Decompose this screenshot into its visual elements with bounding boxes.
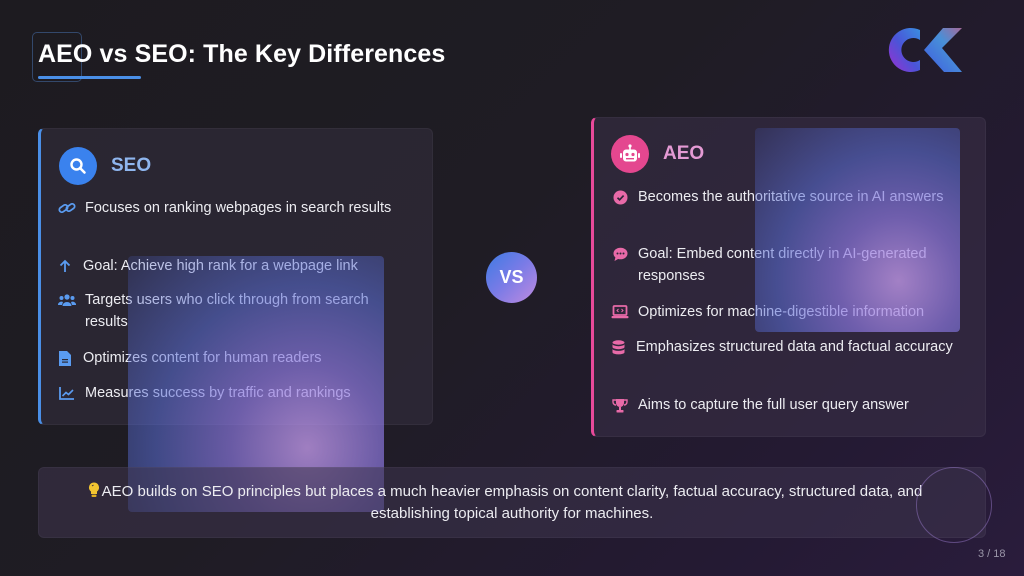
decorative-ring bbox=[916, 467, 992, 543]
page-indicator: 3 / 18 bbox=[978, 548, 1006, 560]
seo-item-text: Targets users who click through from sea… bbox=[85, 292, 369, 330]
seo-item-text: Optimizes content for human readers bbox=[83, 350, 322, 366]
aeo-item-text: Optimizes for machine-digestible informa… bbox=[638, 304, 925, 320]
summary-box: AEO builds on SEO principles but places … bbox=[38, 467, 986, 538]
trophy-icon bbox=[610, 394, 630, 416]
aeo-item: Becomes the authoritative source in AI a… bbox=[610, 186, 943, 208]
laptop-code-icon bbox=[610, 301, 630, 323]
robot-icon bbox=[611, 135, 649, 173]
vs-badge: VS bbox=[486, 252, 537, 303]
users-icon bbox=[57, 289, 77, 311]
aeo-item-text: Aims to capture the full user query answ… bbox=[638, 397, 909, 413]
link-icon bbox=[57, 197, 77, 219]
chart-line-icon bbox=[57, 382, 77, 404]
seo-item-text: Measures success by traffic and rankings bbox=[85, 385, 351, 401]
aeo-item-text: Emphasizes structured data and factual a… bbox=[636, 339, 953, 355]
ck-logo-icon bbox=[888, 28, 962, 72]
seo-item-text: Focuses on ranking webpages in search re… bbox=[85, 200, 392, 216]
page-title: AEO vs SEO: The Key Differences bbox=[38, 40, 446, 68]
check-circle-icon bbox=[610, 186, 630, 208]
chat-icon bbox=[610, 243, 630, 265]
aeo-item: Aims to capture the full user query answ… bbox=[610, 394, 909, 416]
aeo-item: Optimizes for machine-digestible informa… bbox=[610, 301, 924, 323]
seo-label: SEO bbox=[111, 155, 152, 176]
arrow-up-icon bbox=[55, 255, 75, 277]
title-underline bbox=[38, 76, 141, 79]
seo-item: Optimizes content for human readers bbox=[55, 347, 322, 369]
title-area: AEO vs SEO: The Key Differences bbox=[32, 32, 446, 82]
seo-header: SEO bbox=[59, 147, 151, 185]
seo-item: Goal: Achieve high rank for a webpage li… bbox=[55, 255, 358, 277]
title-focus-box bbox=[32, 32, 82, 82]
aeo-header: AEO bbox=[611, 135, 704, 173]
aeo-item: Goal: Embed content directly in AI-gener… bbox=[610, 243, 960, 287]
seo-card: SEO Focuses on ranking webpages in searc… bbox=[38, 128, 433, 425]
aeo-card: AEO Becomes the authoritative source in … bbox=[591, 117, 986, 437]
database-icon bbox=[608, 336, 628, 358]
document-icon bbox=[55, 347, 75, 369]
aeo-item-text: Goal: Embed content directly in AI-gener… bbox=[638, 246, 927, 284]
lightbulb-icon bbox=[89, 482, 99, 497]
seo-item-text: Goal: Achieve high rank for a webpage li… bbox=[83, 258, 358, 274]
summary-text: AEO builds on SEO principles but places … bbox=[101, 482, 923, 522]
seo-item: Focuses on ranking webpages in search re… bbox=[57, 197, 391, 219]
search-icon bbox=[59, 147, 97, 185]
seo-item: Targets users who click through from sea… bbox=[57, 289, 407, 333]
aeo-label: AEO bbox=[663, 143, 705, 164]
seo-item: Measures success by traffic and rankings bbox=[57, 382, 351, 404]
aeo-item-text: Becomes the authoritative source in AI a… bbox=[638, 189, 944, 205]
aeo-item: Emphasizes structured data and factual a… bbox=[608, 336, 953, 358]
